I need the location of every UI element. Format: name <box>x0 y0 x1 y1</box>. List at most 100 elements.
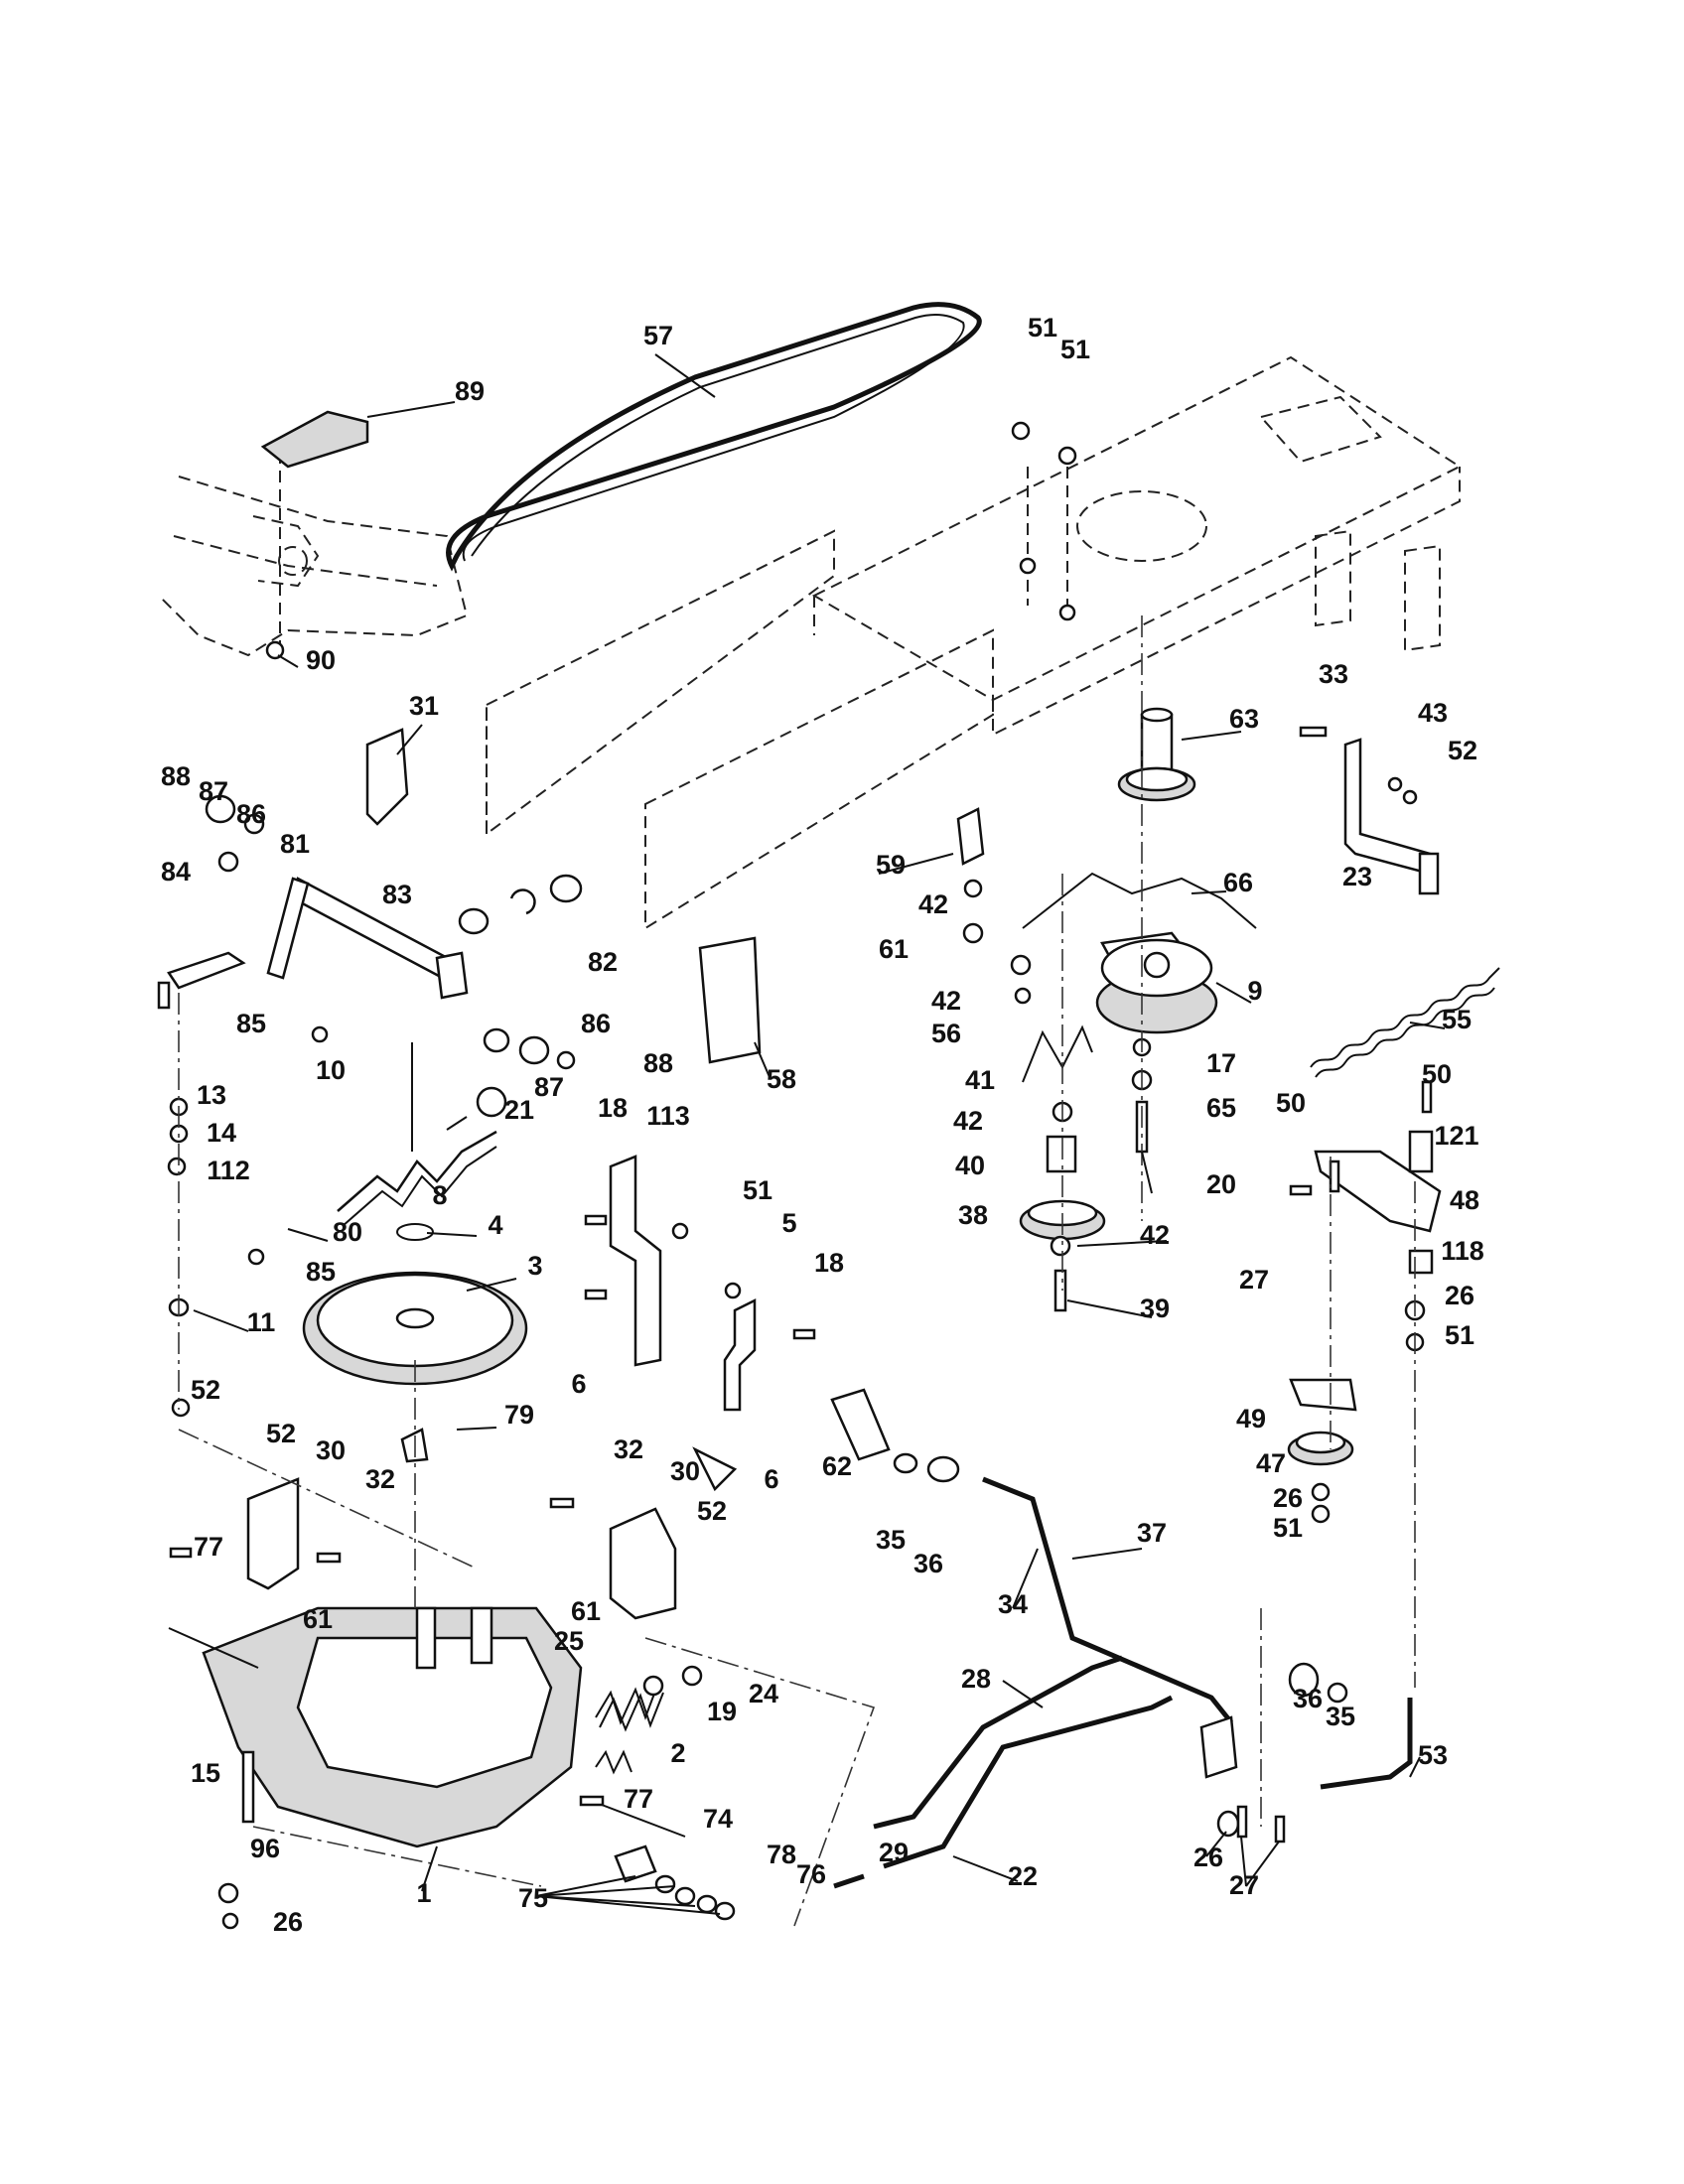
part-label-l58: 58 <box>767 1064 796 1094</box>
part-label-l42a: 42 <box>918 889 948 919</box>
part-label-l50a: 50 <box>1276 1088 1306 1118</box>
part-label-l113: 113 <box>646 1101 690 1131</box>
part-label-l27a: 27 <box>1239 1265 1269 1295</box>
part-label-l36a: 36 <box>913 1549 943 1578</box>
part-label-l80: 80 <box>333 1217 362 1247</box>
part-label-l65: 65 <box>1206 1093 1236 1123</box>
part-label-l30b: 30 <box>670 1456 700 1486</box>
part-label-l51e: 51 <box>1273 1513 1303 1543</box>
part-label-l49: 49 <box>1236 1404 1266 1433</box>
part-label-l66: 66 <box>1223 868 1253 897</box>
part-label-l57: 57 <box>643 321 673 350</box>
part-label-l31: 31 <box>409 691 439 721</box>
part-label-l53: 53 <box>1418 1740 1448 1770</box>
part-label-l84: 84 <box>161 857 191 887</box>
springs-25-2 <box>595 1685 664 1775</box>
part-label-l51a: 51 <box>1028 313 1057 342</box>
part-label-l86b: 86 <box>581 1009 611 1038</box>
part-label-l21: 21 <box>504 1095 534 1125</box>
part-label-l28: 28 <box>961 1664 991 1694</box>
part-label-l83: 83 <box>382 880 412 909</box>
part-label-l42d: 42 <box>1140 1220 1170 1250</box>
part-label-l2: 2 <box>670 1738 685 1768</box>
part-label-l61a: 61 <box>879 934 909 964</box>
part-label-l6a: 6 <box>571 1369 586 1399</box>
part-label-l51b: 51 <box>1060 335 1090 364</box>
part-label-l6b: 6 <box>764 1464 778 1494</box>
part-label-l52d: 52 <box>697 1496 727 1526</box>
part-label-l52c: 52 <box>266 1419 296 1448</box>
part-label-l88a: 88 <box>161 761 191 791</box>
shift-rod-assembly <box>337 1042 507 1227</box>
cross-shaft <box>157 877 469 1010</box>
part-label-l61b: 61 <box>303 1604 333 1634</box>
callout-leaders <box>193 353 1446 1915</box>
small-parts <box>365 728 1257 1083</box>
part-label-l20: 20 <box>1206 1169 1236 1199</box>
drive-belt <box>446 302 982 572</box>
part-label-l87b: 87 <box>534 1072 564 1102</box>
part-label-l51c: 51 <box>743 1175 772 1205</box>
control-rods <box>833 1476 1413 1889</box>
part-label-l77a: 77 <box>194 1532 223 1562</box>
part-label-l48: 48 <box>1450 1185 1479 1215</box>
part-label-l62: 62 <box>822 1451 852 1481</box>
part-label-l39: 39 <box>1140 1294 1170 1323</box>
part-label-l17: 17 <box>1206 1048 1236 1078</box>
part-label-l82: 82 <box>588 947 618 977</box>
part-label-l55: 55 <box>1442 1005 1472 1034</box>
part-label-l42c: 42 <box>953 1106 983 1136</box>
part-label-l85a: 85 <box>236 1009 266 1038</box>
part-label-l38: 38 <box>958 1200 988 1230</box>
part-label-l63: 63 <box>1229 704 1259 734</box>
part-label-l18a: 18 <box>598 1093 628 1123</box>
part-label-l76: 76 <box>796 1859 826 1889</box>
part-label-l19: 19 <box>707 1697 737 1726</box>
part-label-l13: 13 <box>197 1080 226 1110</box>
part-label-l36b: 36 <box>1293 1684 1323 1713</box>
part-label-l78: 78 <box>767 1840 796 1869</box>
part-label-l9: 9 <box>1247 976 1262 1006</box>
emblem <box>260 410 369 469</box>
part-label-l26a: 26 <box>1445 1281 1474 1310</box>
part-label-l59: 59 <box>876 850 906 880</box>
part-label-l118: 118 <box>1441 1236 1484 1266</box>
chassis-frame <box>158 355 1463 930</box>
part-label-l22: 22 <box>1008 1861 1038 1891</box>
part-label-l5: 5 <box>781 1208 796 1238</box>
part-label-l61c: 61 <box>571 1596 601 1626</box>
part-label-l24: 24 <box>749 1679 778 1708</box>
part-label-l32a: 32 <box>614 1434 643 1464</box>
part-label-l88b: 88 <box>643 1048 673 1078</box>
part-label-l23: 23 <box>1342 862 1372 891</box>
part-label-l40: 40 <box>955 1151 985 1180</box>
part-label-l79: 79 <box>504 1400 534 1430</box>
part-label-l26b: 26 <box>1273 1483 1303 1513</box>
part-label-l90: 90 <box>306 645 336 675</box>
part-label-l74: 74 <box>703 1804 733 1834</box>
part-label-l30a: 30 <box>316 1435 346 1465</box>
spring-55 <box>1310 967 1500 1078</box>
part-label-l89: 89 <box>455 376 485 406</box>
part-label-l10: 10 <box>316 1055 346 1085</box>
part-label-l86a: 86 <box>236 799 266 829</box>
part-label-l112: 112 <box>207 1156 250 1185</box>
part-label-l50b: 50 <box>1422 1059 1452 1089</box>
part-label-l42b: 42 <box>931 986 961 1016</box>
part-label-l77b: 77 <box>624 1784 653 1814</box>
part-label-l51d: 51 <box>1445 1320 1474 1350</box>
part-label-l37: 37 <box>1137 1518 1167 1548</box>
part-label-l75: 75 <box>518 1883 548 1913</box>
part-label-l35a: 35 <box>876 1525 906 1555</box>
hardware <box>167 421 1433 1930</box>
part-label-l27b: 27 <box>1229 1870 1259 1900</box>
part-label-l35b: 35 <box>1326 1702 1355 1731</box>
part-label-l4: 4 <box>488 1210 502 1240</box>
part-label-l1: 1 <box>416 1878 431 1908</box>
part-label-l11: 11 <box>247 1307 276 1337</box>
part-label-l56: 56 <box>931 1019 961 1048</box>
part-label-l34: 34 <box>998 1589 1028 1619</box>
